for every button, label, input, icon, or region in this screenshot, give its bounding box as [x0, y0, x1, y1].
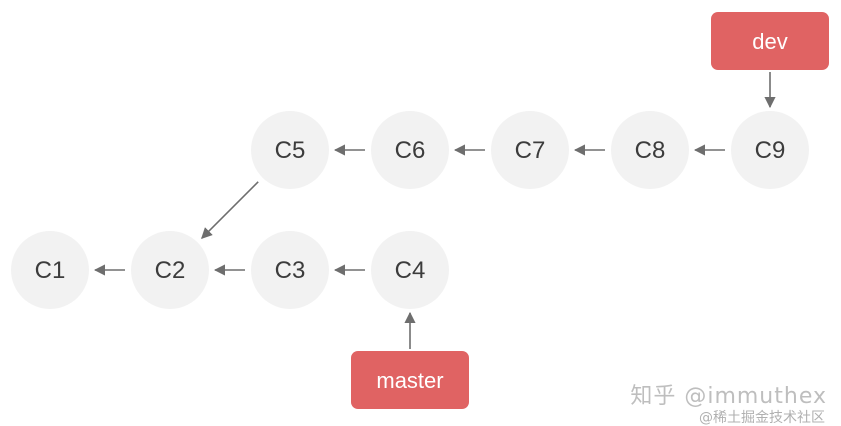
commit-node-c3: C3 [251, 231, 329, 309]
branch-label: dev [752, 29, 787, 54]
commit-node-c1: C1 [11, 231, 89, 309]
watermark: 知乎 @immuthex @稀土掘金技术社区 [630, 383, 827, 426]
commit-label: C6 [395, 137, 426, 164]
branches-layer: dev master [351, 12, 829, 409]
commit-node-c8: C8 [611, 111, 689, 189]
commit-node-c9: C9 [731, 111, 809, 189]
branch-label: master [376, 368, 443, 393]
commit-label: C3 [275, 257, 306, 284]
commit-circle [371, 111, 449, 189]
branch-box [351, 351, 469, 409]
commit-circle [131, 231, 209, 309]
watermark-line1: 知乎 @immuthex [630, 383, 827, 409]
commit-circle [251, 231, 329, 309]
edges-layer [93, 144, 725, 276]
branch-master: master [351, 311, 469, 409]
commit-label: C7 [515, 137, 546, 164]
commit-circle [611, 111, 689, 189]
edge-c5-to-c2 [201, 181, 259, 239]
commit-circle [371, 231, 449, 309]
commit-node-c4: C4 [371, 231, 449, 309]
commit-circle [251, 111, 329, 189]
commit-label: C9 [755, 137, 786, 164]
commit-label: C8 [635, 137, 666, 164]
commit-node-c7: C7 [491, 111, 569, 189]
commit-label: C5 [275, 137, 306, 164]
commit-node-c5: C5 [251, 111, 329, 189]
watermark-line2: @稀土掘金技术社区 [699, 409, 825, 426]
commit-node-c6: C6 [371, 111, 449, 189]
commit-label: C1 [35, 257, 66, 284]
commit-label: C4 [395, 257, 426, 284]
branch-dev: dev [711, 12, 829, 109]
commit-circle [11, 231, 89, 309]
nodes-layer: C1 C2 C3 C4 C5 C6 C7 C8 C9 [11, 111, 809, 309]
commit-label: C2 [155, 257, 186, 284]
commit-circle [731, 111, 809, 189]
commit-circle [491, 111, 569, 189]
commit-node-c2: C2 [131, 231, 209, 309]
branch-box [711, 12, 829, 70]
